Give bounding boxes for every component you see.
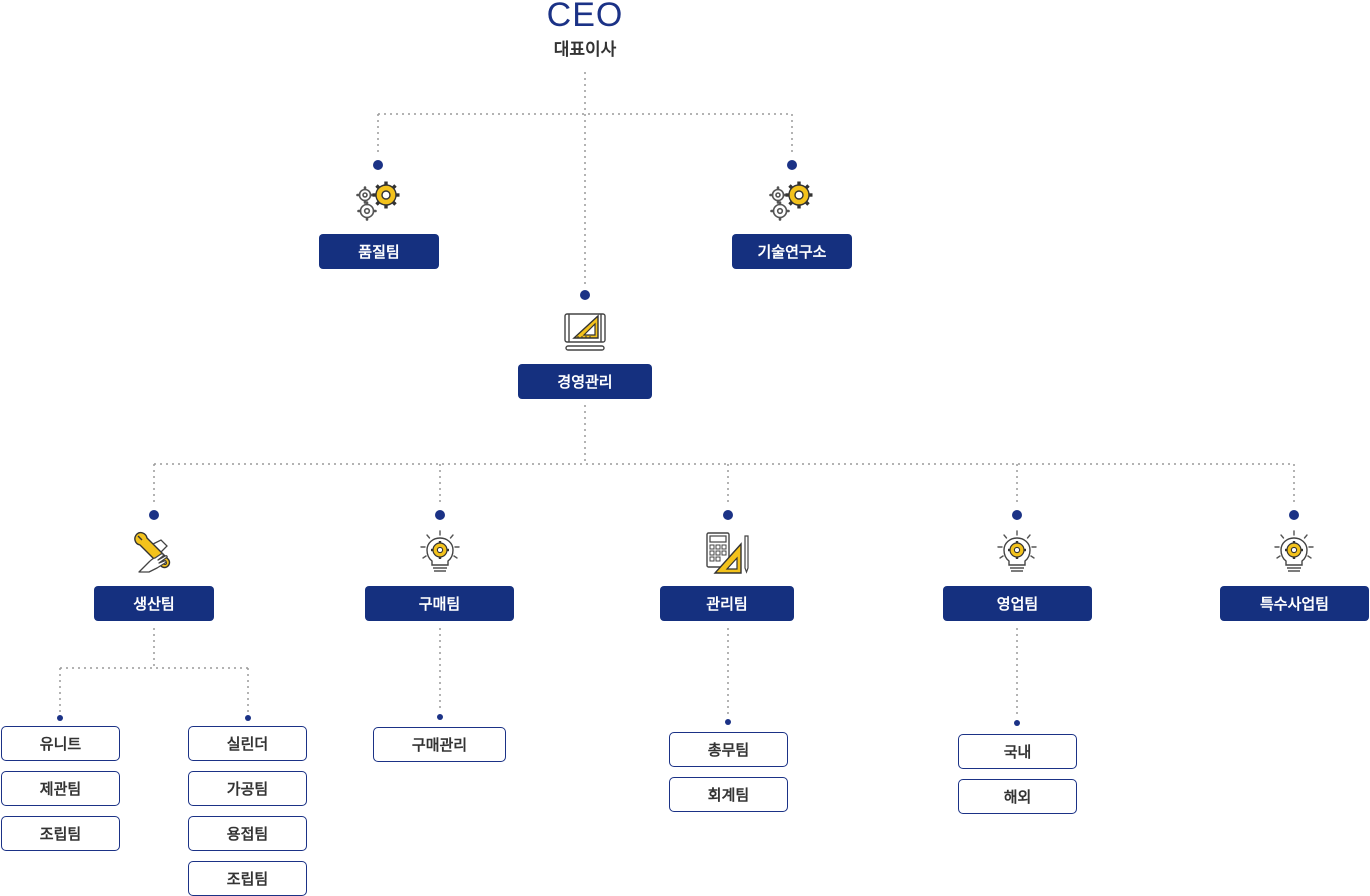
sub-unit-box: 실린더	[188, 726, 307, 761]
gears-icon	[769, 181, 813, 221]
lightbulb-gear-icon	[1274, 530, 1314, 572]
lightbulb-gear-icon	[997, 530, 1037, 572]
node-dot	[245, 715, 251, 721]
node-dot	[149, 510, 159, 520]
team-box-production: 생산팀	[94, 586, 214, 621]
calculator-ruler-icon	[706, 532, 749, 574]
sub-unit-box: 용접팀	[188, 816, 307, 851]
node-dot	[437, 714, 443, 720]
sub-unit-box: 총무팀	[669, 732, 788, 767]
sub-unit-box: 구매관리	[373, 727, 506, 762]
lightbulb-gear-icon	[420, 530, 460, 572]
sub-unit-box: 조립팀	[1, 816, 120, 851]
node-dot	[1014, 720, 1020, 726]
node-dot	[787, 160, 797, 170]
team-box-sales: 영업팀	[943, 586, 1092, 621]
sub-unit-box: 회계팀	[669, 777, 788, 812]
node-dot	[580, 290, 590, 300]
node-dot	[723, 510, 733, 520]
team-box-management: 경영관리	[518, 364, 652, 399]
sub-unit-box: 가공팀	[188, 771, 307, 806]
gears-icon	[356, 181, 400, 221]
node-dot	[1289, 510, 1299, 520]
wrench-hand-icon	[134, 531, 171, 573]
team-box-admin: 관리팀	[660, 586, 794, 621]
node-dot	[435, 510, 445, 520]
node-dot	[1012, 510, 1022, 520]
ceo-title: CEO	[546, 0, 624, 34]
blueprint-icon	[564, 313, 606, 351]
node-dot	[725, 719, 731, 725]
sub-unit-box: 국내	[958, 734, 1077, 769]
node-dot	[57, 715, 63, 721]
sub-unit-box: 조립팀	[188, 861, 307, 896]
team-box-special-business: 특수사업팀	[1220, 586, 1369, 621]
ceo-subtitle: 대표이사	[553, 40, 617, 59]
sub-unit-box: 유니트	[1, 726, 120, 761]
sub-unit-box: 해외	[958, 779, 1077, 814]
team-box-quality: 품질팀	[319, 234, 439, 269]
sub-unit-box: 제관팀	[1, 771, 120, 806]
node-dot	[373, 160, 383, 170]
team-box-rnd: 기술연구소	[732, 234, 852, 269]
team-box-purchasing: 구매팀	[365, 586, 514, 621]
